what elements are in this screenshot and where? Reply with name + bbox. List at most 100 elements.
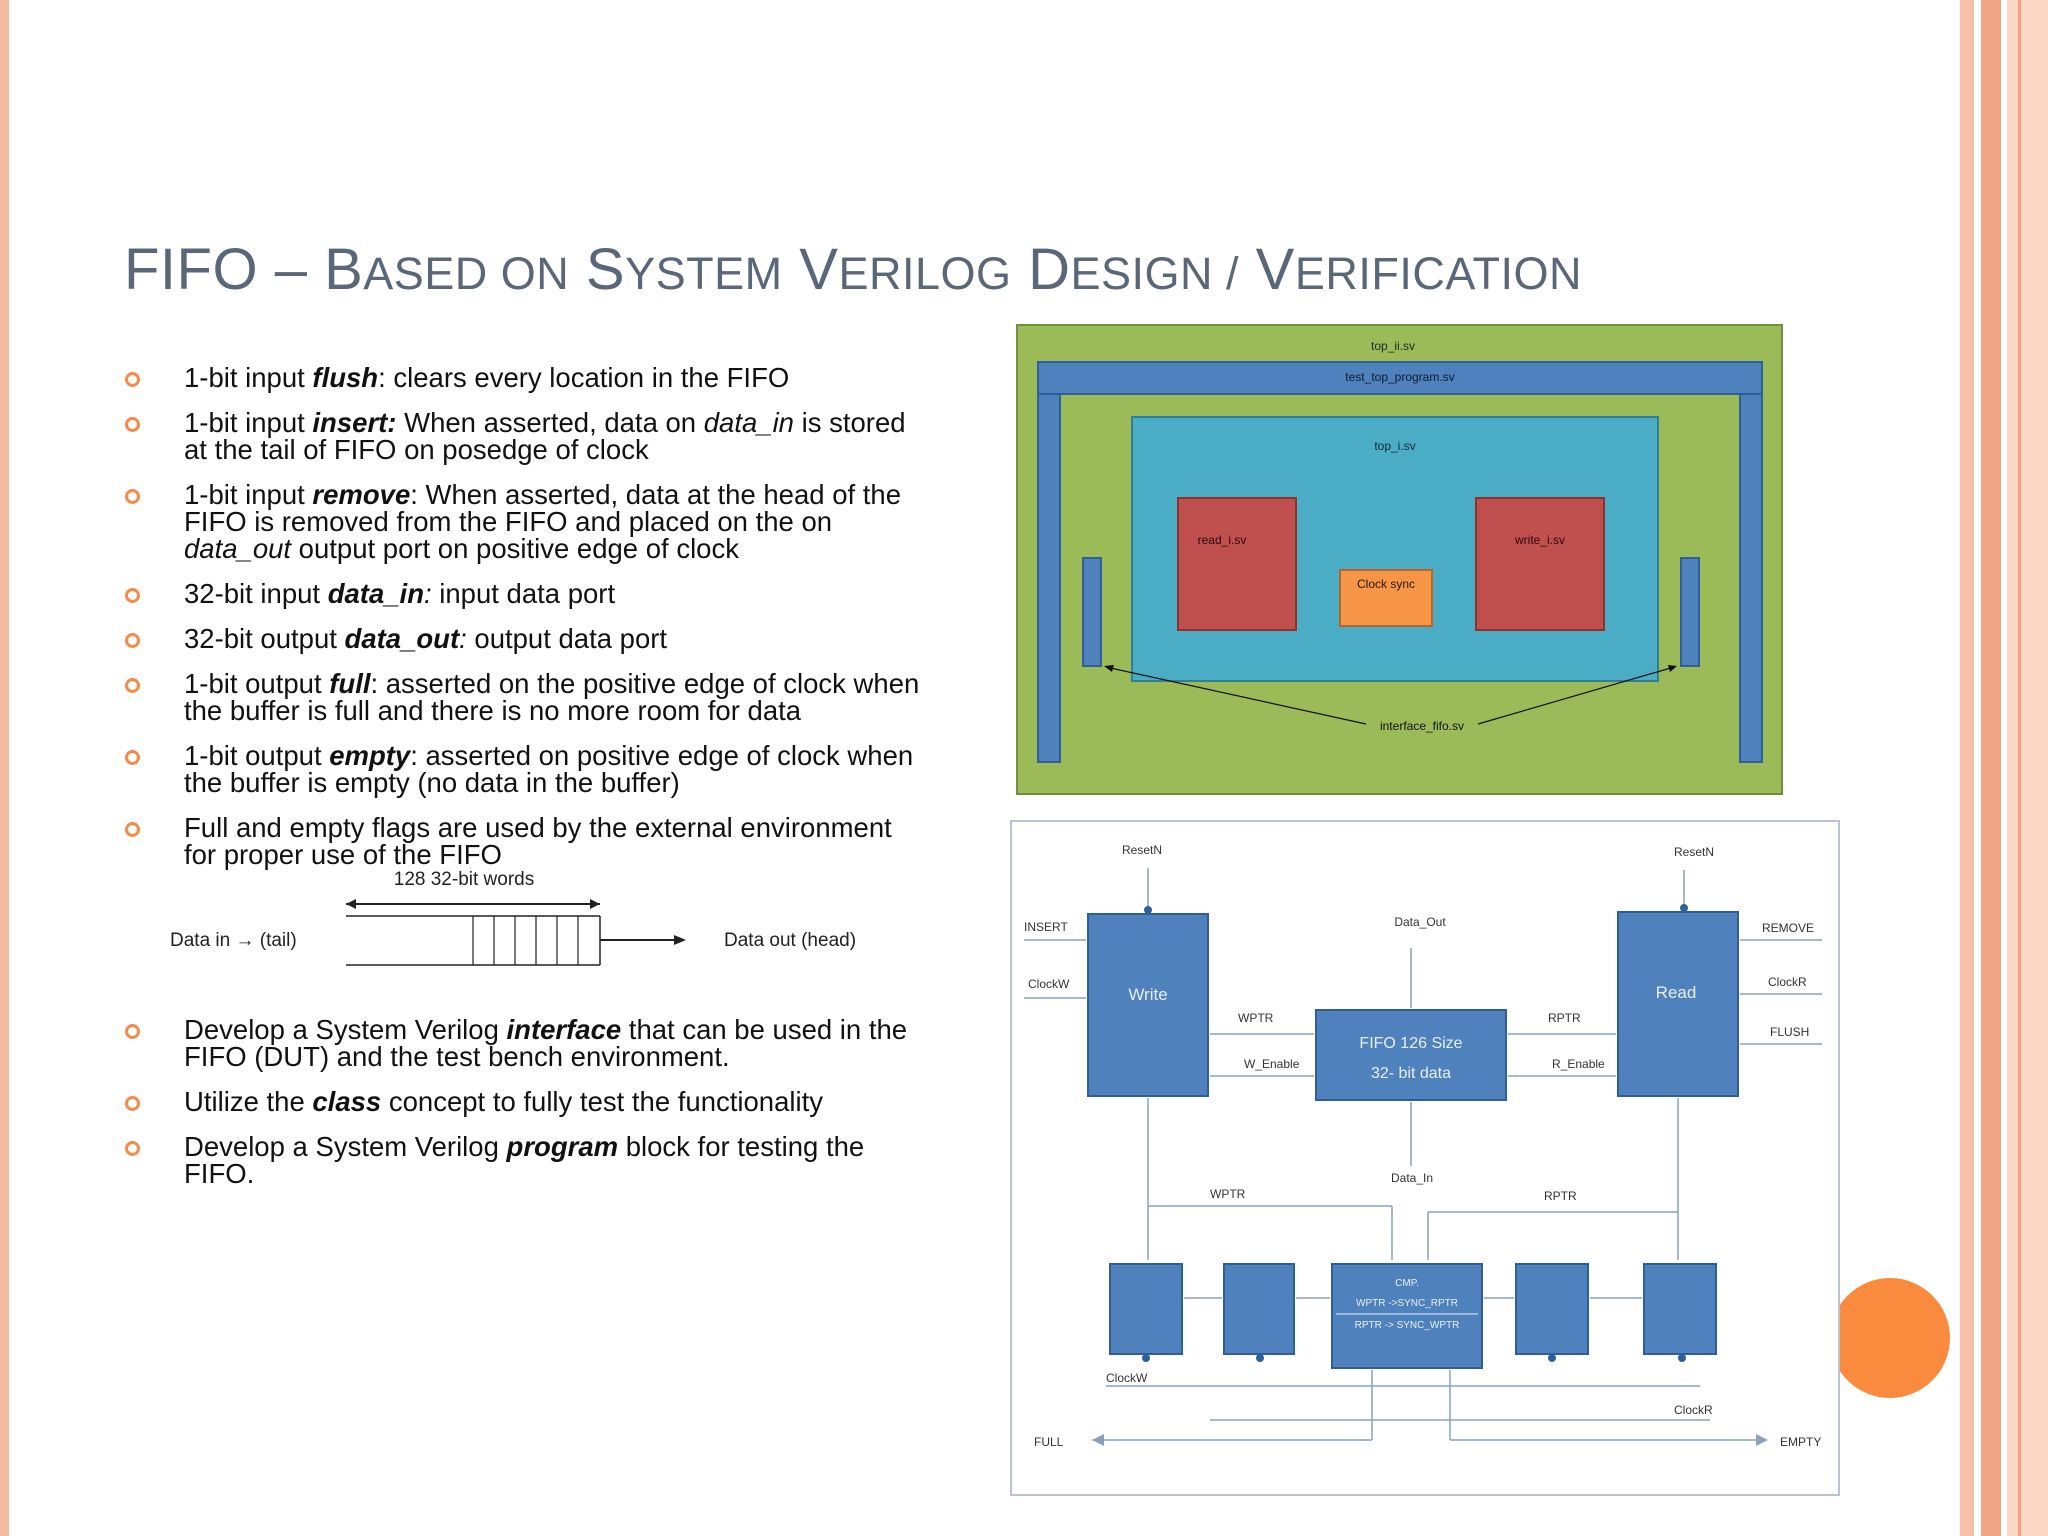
bullet-data-in: 32-bit input data_in: input data port [120, 580, 920, 607]
rptr-low-label: RPTR [1544, 1189, 1577, 1203]
slide-title: FIFO – BASED ON SYSTEM VERILOG DESIGN / … [124, 236, 1582, 303]
bullet-empty: 1-bit output empty: asserted on positive… [120, 742, 920, 796]
compare-block [1331, 1263, 1483, 1369]
clockw-low-label: ClockW [1106, 1371, 1148, 1385]
test-program-right-leg [1739, 393, 1763, 763]
w-enable-label: W_Enable [1244, 1057, 1300, 1071]
arrow-head-icon [1092, 1434, 1104, 1446]
clock-sync-box [1339, 569, 1433, 627]
bullet-icon [125, 1141, 140, 1156]
right-decor-band [1981, 0, 2001, 1536]
compare-line2: WPTR ->SYNC_RPTR [1356, 1298, 1458, 1309]
fifo-block-diagram: Write Read FIFO 126 Size 32- bit data Re… [1010, 820, 1840, 1496]
wptr-low-label: WPTR [1210, 1187, 1246, 1201]
interface-fifo-label: interface_fifo.sv [1380, 719, 1464, 733]
title-part: – B [258, 237, 364, 302]
bullet-program: Develop a System Verilog program block f… [120, 1133, 920, 1187]
read-block-label: Read [1656, 983, 1697, 1002]
bullet-icon [125, 417, 140, 432]
top-i-label: top_i.sv [1374, 439, 1415, 453]
right-decor-band [1960, 0, 1974, 1536]
title-part: FIFO [124, 237, 259, 302]
empty-label: EMPTY [1780, 1435, 1821, 1449]
title-part: ESIGN / [1070, 248, 1240, 299]
clock-sync-label: Clock sync [1357, 577, 1415, 591]
bullet-icon [125, 372, 140, 387]
fifo-size-label: 128 32-bit words [394, 869, 534, 890]
bullet-icon [125, 750, 140, 765]
write-block [1087, 913, 1209, 1097]
bullet-class: Utilize the class concept to fully test … [120, 1088, 920, 1115]
clockr-in-label: ClockR [1768, 975, 1807, 989]
bullet-flags: Full and empty flags are used by the ext… [120, 814, 920, 868]
remove-label: REMOVE [1762, 921, 1814, 935]
read-i-label: read_i.sv [1198, 533, 1247, 547]
bullet-icon [125, 678, 140, 693]
bullet-icon [125, 1024, 140, 1039]
test-program-label: test_top_program.sv [1345, 370, 1454, 384]
data-in-label: Data_In [1391, 1171, 1433, 1185]
connector-dot [1142, 1354, 1150, 1362]
title-part: V [782, 237, 839, 302]
interface-right-port [1680, 557, 1700, 667]
title-part: S [569, 237, 626, 302]
clockr-low-label: ClockR [1674, 1403, 1713, 1417]
sync-register-3 [1515, 1263, 1589, 1355]
arrow-head-icon [674, 935, 686, 945]
resetn-right-label: ResetN [1674, 845, 1714, 859]
write-i-module-box [1475, 497, 1605, 631]
bullet-list-signals: 1-bit input flush: clears every location… [120, 364, 920, 886]
bullet-icon [125, 633, 140, 648]
bullet-full: 1-bit output full: asserted on the posit… [120, 670, 920, 724]
bullet-list-tasks: Develop a System Verilog interface that … [120, 1016, 920, 1205]
sync-register-4 [1643, 1263, 1717, 1355]
title-part: YSTEM [625, 248, 783, 299]
connector-dot [1548, 1354, 1556, 1362]
sync-register-1 [1109, 1263, 1183, 1355]
bullet-icon [125, 588, 140, 603]
fifo-buffer-figure: 128 32-bit words Data in → (tail) Data o… [170, 869, 856, 966]
full-label: FULL [1034, 1435, 1064, 1449]
connector-dot [1144, 906, 1152, 914]
arrow-head-icon [590, 899, 600, 909]
bullet-flush: 1-bit input flush: clears every location… [120, 364, 920, 391]
bullet-data-out: 32-bit output data_out: output data port [120, 625, 920, 652]
bullet-remove: 1-bit input remove: When asserted, data … [120, 481, 920, 562]
data-out-label: Data_Out [1394, 915, 1446, 929]
bullet-interface: Develop a System Verilog interface that … [120, 1016, 920, 1070]
arrow-head-icon [1756, 1434, 1768, 1446]
resetn-left-label: ResetN [1122, 843, 1162, 857]
r-enable-label: R_Enable [1552, 1057, 1605, 1071]
title-part: V [1239, 237, 1295, 302]
arrow-head-icon [1104, 665, 1114, 672]
write-block-label: Write [1128, 985, 1167, 1004]
title-part: ASED ON [363, 248, 570, 299]
interface-arrow-left [1105, 666, 1367, 725]
rptr-label: RPTR [1548, 1011, 1581, 1025]
fifo-left-label: Data in → (tail) [170, 930, 297, 951]
flush-label: FLUSH [1770, 1025, 1809, 1039]
insert-label: INSERT [1024, 920, 1068, 934]
left-edge-stripe [0, 0, 9, 1536]
compare-line3: RPTR -> SYNC_WPTR [1355, 1320, 1460, 1331]
bullet-icon [125, 822, 140, 837]
wptr-label: WPTR [1238, 1011, 1274, 1025]
connector-dot [1256, 1354, 1264, 1362]
bullet-icon [125, 489, 140, 504]
interface-arrow-right [1477, 666, 1675, 725]
compare-line1: CMP. [1395, 1278, 1419, 1289]
fifo-right-label: Data out (head) [724, 930, 856, 951]
arrow-head-icon [346, 899, 356, 909]
arrow-head-icon [1668, 665, 1677, 672]
bullet-icon [125, 1096, 140, 1111]
module-hierarchy-diagram: top_ii.sv test_top_program.sv top_i.sv r… [1016, 324, 1783, 795]
sync-register-2 [1223, 1263, 1295, 1355]
title-part: ERILOG [838, 248, 1012, 299]
right-decor-band [2007, 0, 2048, 1536]
test-program-left-leg [1037, 393, 1061, 763]
clockw-in-label: ClockW [1028, 977, 1070, 991]
bullet-insert: 1-bit input insert: When asserted, data … [120, 409, 920, 463]
read-block [1617, 911, 1739, 1097]
title-part: ERIFICATION [1294, 248, 1583, 299]
write-i-label: write_i.sv [1514, 533, 1565, 547]
